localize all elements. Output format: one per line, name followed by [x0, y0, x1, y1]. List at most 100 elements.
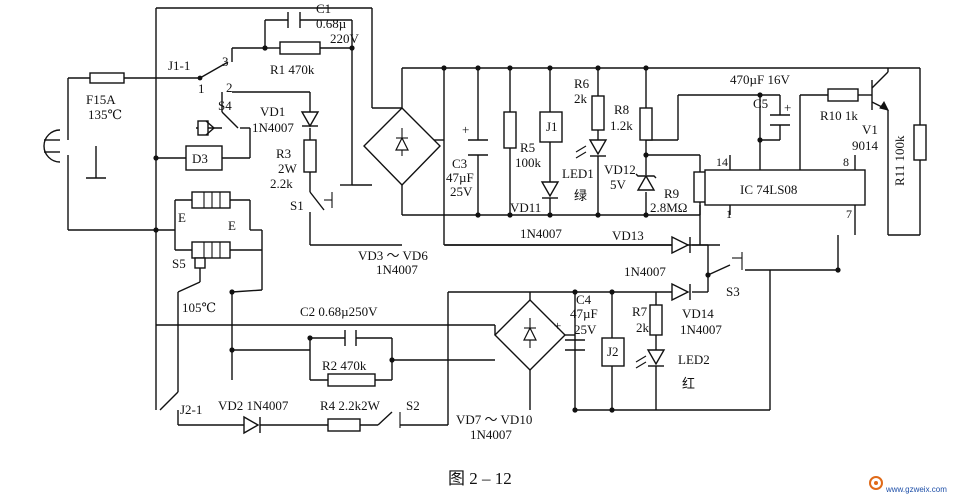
- bridge-rectifier-vd7-vd10: [494, 299, 566, 371]
- label-j1: J1: [546, 119, 558, 134]
- ic-74ls08: [704, 169, 866, 206]
- label-fuse-temp: 135℃: [88, 107, 122, 122]
- resistor-r10: [827, 88, 859, 102]
- relay-coil-j2: [601, 337, 625, 367]
- zener-vd12: [635, 173, 657, 191]
- label-j1-pin1: 1: [198, 81, 205, 96]
- watermark-text: www.gzweix.com: [885, 485, 947, 494]
- resistor-r8: [639, 107, 653, 141]
- label-ic-pin14: 14: [716, 155, 728, 169]
- label-vd1: VD1: [260, 104, 285, 119]
- label-vd12: VD12: [604, 162, 636, 177]
- resistor-r9: [693, 171, 707, 203]
- label-led2-color: 红: [682, 376, 695, 391]
- label-r1: R1 470k: [270, 62, 315, 77]
- label-c3: C3: [452, 156, 467, 171]
- label-vd14: VD14: [682, 306, 714, 321]
- label-s2: S2: [406, 398, 420, 413]
- label-heater-e2: E: [228, 218, 236, 233]
- switch-s4: [197, 111, 239, 136]
- label-ic-pin8: 8: [843, 155, 849, 169]
- label-c4-plus: +: [554, 318, 561, 333]
- led2: [635, 349, 666, 369]
- resistor-r11: [913, 124, 927, 161]
- resistor-r5: [503, 111, 517, 149]
- label-r5-val: 100k: [515, 155, 542, 170]
- diode-vd2: [243, 415, 261, 435]
- fuse-f15a: [89, 72, 125, 84]
- label-c1-val: 0.68µ: [316, 16, 347, 31]
- switch-s2: [377, 411, 401, 428]
- label-c4-volt: 25V: [574, 322, 597, 337]
- label-s1: S1: [290, 198, 304, 213]
- capacitor-c5: [770, 114, 790, 126]
- label-r11: R11 100k: [892, 135, 907, 186]
- label-c3-volt: 25V: [450, 184, 473, 199]
- label-c1: C1: [316, 1, 331, 16]
- resistor-r2: [327, 373, 376, 387]
- label-j1-pin3: 3: [222, 54, 229, 69]
- resistor-r6: [591, 95, 605, 131]
- led1: [575, 139, 608, 159]
- label-vd12-volt: 5V: [610, 177, 627, 192]
- junction-dot: [197, 75, 203, 81]
- label-105c: 105℃: [182, 300, 216, 315]
- figure-caption: 图 2 – 12: [448, 469, 512, 488]
- relay-coil-j1: [539, 111, 563, 143]
- capacitor-c1: [287, 12, 301, 28]
- label-r6: R6: [574, 76, 590, 91]
- label-s4: S4: [218, 98, 232, 113]
- label-heater-e1: E: [178, 210, 186, 225]
- label-vd14-part: 1N4007: [680, 322, 722, 337]
- capacitor-c2: [344, 330, 357, 346]
- label-j2-1: J2-1: [180, 402, 202, 417]
- label-j1-1: J1-1: [168, 58, 190, 73]
- switch-s3: [732, 252, 743, 270]
- label-ic-pin7: 7: [846, 207, 852, 221]
- label-vd13: VD13: [612, 228, 644, 243]
- label-c4: C4: [576, 292, 592, 307]
- label-led2: LED2: [678, 352, 710, 367]
- label-ic: IC 74LS08: [740, 182, 797, 197]
- label-c4-val: 47µF: [570, 306, 598, 321]
- label-r9: R9: [664, 186, 679, 201]
- capacitor-c3: [468, 139, 488, 156]
- label-r3-pw: 2W: [278, 161, 298, 176]
- mains-plug: [43, 129, 61, 163]
- label-r5: R5: [520, 140, 535, 155]
- label-r8: R8: [614, 102, 629, 117]
- label-vd13-part: 1N4007: [624, 264, 666, 279]
- diode-vd1: [300, 111, 320, 128]
- label-c3-plus: +: [462, 122, 469, 137]
- bridge-rectifier-vd3-vd6: [363, 107, 441, 187]
- label-led1: LED1: [562, 166, 594, 181]
- diode-vd14: [671, 282, 691, 302]
- label-c1-volt: 220V: [330, 31, 360, 46]
- label-r3: R3: [276, 146, 291, 161]
- label-r7: R7: [632, 304, 648, 319]
- label-r4: R4 2.2k2W: [320, 398, 381, 413]
- label-s5: S5: [172, 256, 186, 271]
- resistor-r4: [327, 418, 361, 432]
- label-vd1-part: 1N4007: [252, 120, 294, 135]
- label-c5-plus: +: [784, 100, 791, 115]
- junction-dots: [153, 45, 841, 413]
- diode-vd11: [540, 181, 560, 199]
- label-vd2: VD2 1N4007: [218, 398, 289, 413]
- label-c5: C5: [753, 96, 768, 111]
- label-vd11-part: 1N4007: [520, 226, 562, 241]
- label-vd11: VD11: [510, 200, 541, 215]
- label-vd7-10-part: 1N4007: [470, 427, 512, 442]
- label-ic-pin1: 1: [726, 207, 732, 221]
- label-c3-val: 47µF: [446, 170, 474, 185]
- component-labels: C1 0.68µ 220V J1-1 3 1 2 R1 470k F15A 13…: [86, 1, 907, 442]
- wiring: [67, 7, 921, 426]
- label-r7-val: 2k: [636, 320, 650, 335]
- label-v1: V1: [862, 122, 878, 137]
- thermostat-s5: [194, 257, 206, 269]
- label-vd3-6-part: 1N4007: [376, 262, 418, 277]
- transistor-v1: [871, 71, 889, 111]
- label-r6-val: 2k: [574, 91, 588, 106]
